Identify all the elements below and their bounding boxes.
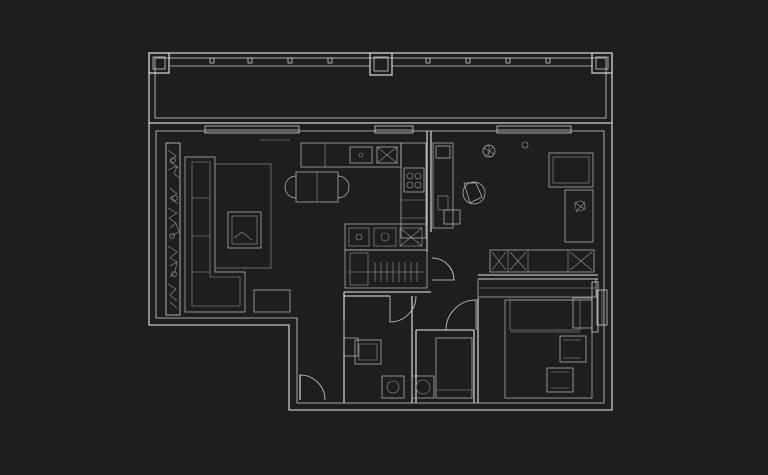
toilet: [381, 375, 405, 399]
doors: [299, 257, 477, 401]
plant-shelf: [167, 149, 181, 309]
nightstand: [572, 297, 593, 329]
vanity: [354, 339, 382, 365]
ottoman: [253, 289, 291, 313]
bedroom-door: [445, 299, 477, 331]
entrance-door: [299, 374, 326, 401]
washer: [411, 375, 435, 399]
bedroom: [477, 278, 597, 399]
dining-chair-left: [284, 175, 297, 199]
side-table: [462, 181, 486, 205]
study: [432, 141, 595, 273]
dining-area: [284, 171, 350, 203]
sink: [349, 146, 373, 164]
bathroom-door: [389, 295, 417, 323]
sectional-sofa: [184, 156, 246, 313]
hall-door: [431, 257, 455, 281]
bed: [504, 299, 593, 399]
closet: [344, 249, 428, 289]
dining-chair-right: [337, 175, 350, 199]
desk: [548, 152, 594, 188]
rug: [214, 163, 272, 269]
armchair: [463, 182, 483, 204]
living-room: [165, 139, 291, 316]
chair: [435, 145, 451, 159]
exterior-walls: [148, 122, 613, 411]
coffee-table: [227, 211, 262, 249]
kitchen: [300, 142, 428, 289]
shower: [435, 337, 473, 399]
balcony: [148, 52, 613, 124]
sideboard: [489, 249, 595, 273]
bathroom: [343, 337, 473, 399]
